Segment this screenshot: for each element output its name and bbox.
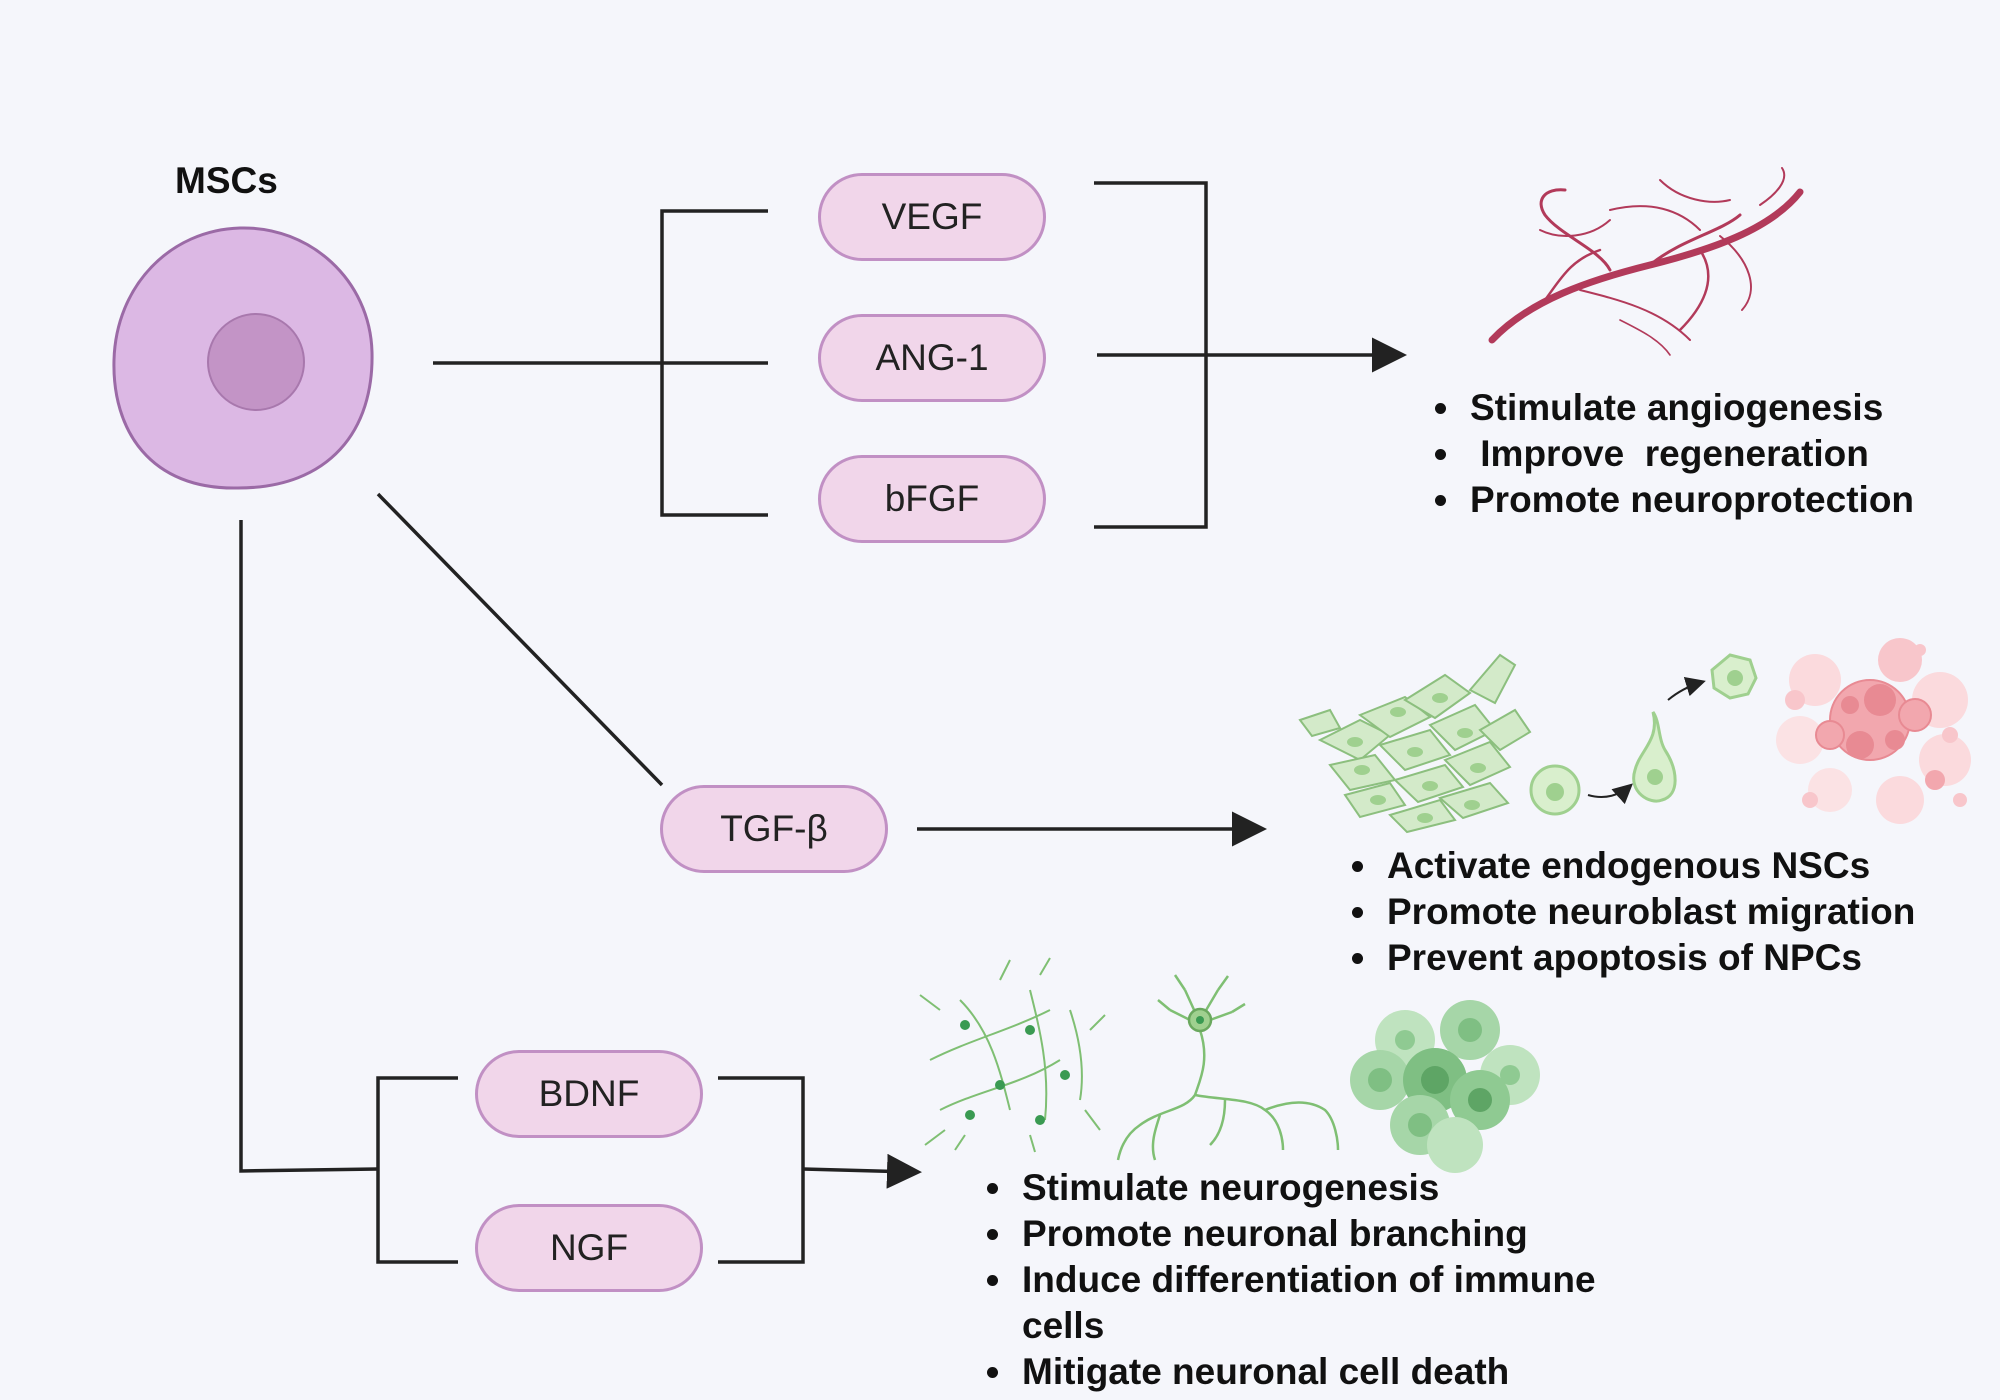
factor-pill-tgfb: TGF-β (660, 785, 888, 873)
outcome-item: Improve regeneration (1464, 431, 2000, 477)
factor-pill-bfgf: bFGF (818, 455, 1046, 543)
outcome-item: Mitigate neuronal cell death (1016, 1349, 1656, 1395)
apoptotic-cells-icon (1776, 638, 1971, 824)
outcome-item: Prevent apoptosis of NPCs (1381, 935, 2000, 981)
neuroblast-migration-icon (1529, 653, 1758, 816)
tgf-outcomes-list: Activate endogenous NSCs Promote neurobl… (1337, 843, 2000, 981)
outcome-item: Stimulate angiogenesis (1464, 385, 2000, 431)
neural-stem-cells-icon (1298, 653, 1532, 834)
mesenchymal-stem-cell-icon (112, 226, 374, 490)
factor-pill-ang1: ANG-1 (818, 314, 1046, 402)
factor-pill-vegf: VEGF (818, 173, 1046, 261)
factor-pill-bdnf: BDNF (475, 1050, 703, 1138)
angiogenic-outcomes-list: Stimulate angiogenesis Improve regenerat… (1420, 385, 2000, 523)
outcome-item: Promote neuroblast migration (1381, 889, 2000, 935)
outcome-item: Activate endogenous NSCs (1381, 843, 2000, 889)
neurotrophic-branch-connectors (239, 520, 922, 1264)
outcome-item: Induce differentiation of immune cells (1016, 1257, 1656, 1349)
outcome-item: Promote neuronal branching (1016, 1211, 1656, 1257)
neurotrophic-outcomes-list: Stimulate neurogenesis Promote neuronal … (972, 1165, 1656, 1395)
blood-vessel-icon (1488, 167, 1804, 356)
tgf-branch-connectors (376, 492, 1267, 847)
neural-network-icon (919, 957, 1106, 1153)
factor-pill-ngf: NGF (475, 1204, 703, 1292)
outcome-item: Stimulate neurogenesis (1016, 1165, 1656, 1211)
outcome-item: Promote neuroprotection (1464, 477, 2000, 523)
source-label: MSCs (175, 160, 278, 201)
cell-cluster-icon (1350, 1000, 1540, 1173)
angiogenic-branch-connectors (433, 181, 1407, 529)
neuron-icon (1116, 974, 1340, 1161)
